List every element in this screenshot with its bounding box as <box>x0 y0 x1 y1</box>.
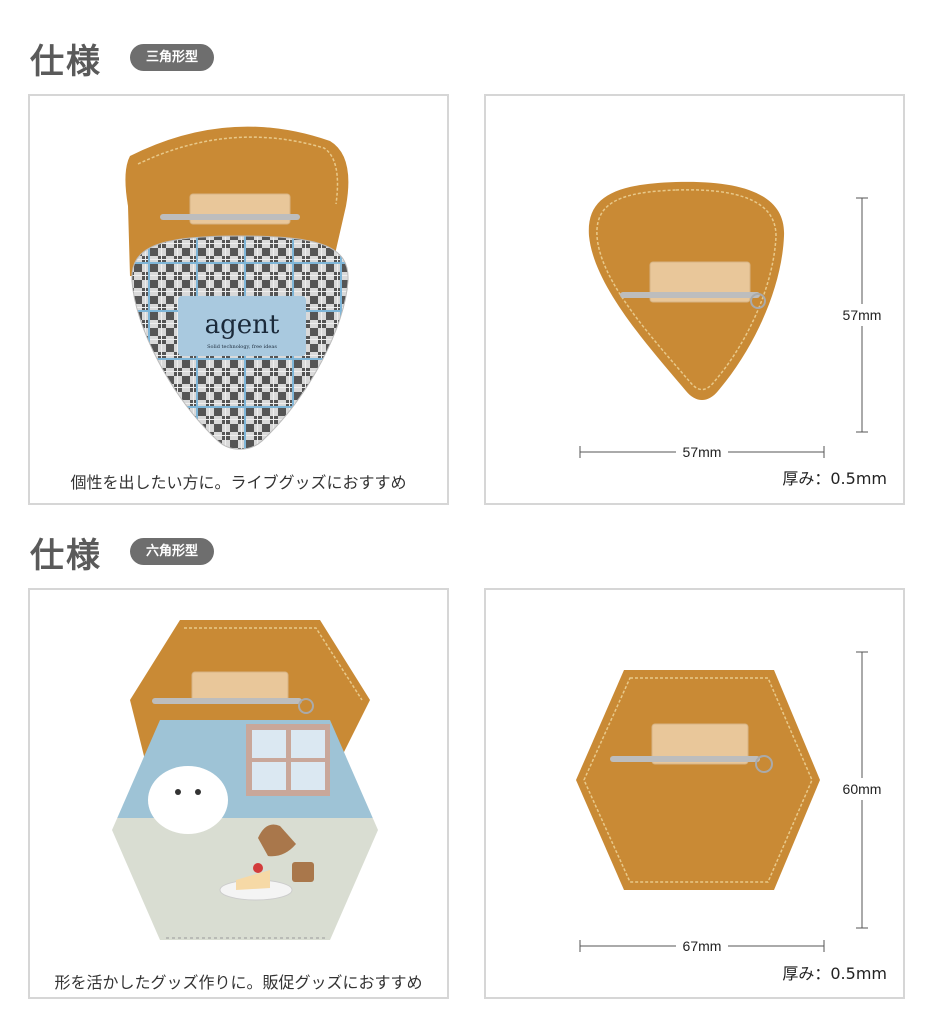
product-caption: 個性を出したい方に。ライブグッズにおすすめ <box>70 473 407 492</box>
triangle-badge-photo: agent Solid technology, free ideas <box>125 126 349 450</box>
shape-badge: 六角形型 <box>130 538 215 565</box>
section-title: 仕様 <box>30 536 102 576</box>
dimension-panel: 60mm 67mm 厚み：0.5mm <box>484 588 905 999</box>
hexagon-back-photo: 60mm 67mm <box>576 651 884 956</box>
logo-text: agent <box>205 310 280 340</box>
product-photo-panel: agent Solid technology, free ideas 個性を出し… <box>28 94 449 505</box>
triangle-back-photo: 57mm 57mm <box>579 181 884 462</box>
height-label: 57mm <box>843 307 882 323</box>
shape-badge: 三角形型 <box>130 44 215 71</box>
dimension-panel: 57mm 57mm 厚み：0.5mm <box>484 94 905 505</box>
logo-tagline: Solid technology, free ideas <box>207 344 277 350</box>
width-label: 67mm <box>683 938 722 954</box>
thickness-label: 厚み：0.5mm <box>782 964 887 983</box>
width-label: 57mm <box>683 444 722 460</box>
section-title: 仕様 <box>30 42 102 82</box>
hexagon-badge-photo <box>112 620 378 940</box>
thickness-label: 厚み：0.5mm <box>782 469 887 488</box>
height-label: 60mm <box>843 781 882 797</box>
product-caption: 形を活かしたグッズ作りに。販促グッズにおすすめ <box>54 973 423 992</box>
product-photo-panel: 形を活かしたグッズ作りに。販促グッズにおすすめ <box>28 588 449 999</box>
